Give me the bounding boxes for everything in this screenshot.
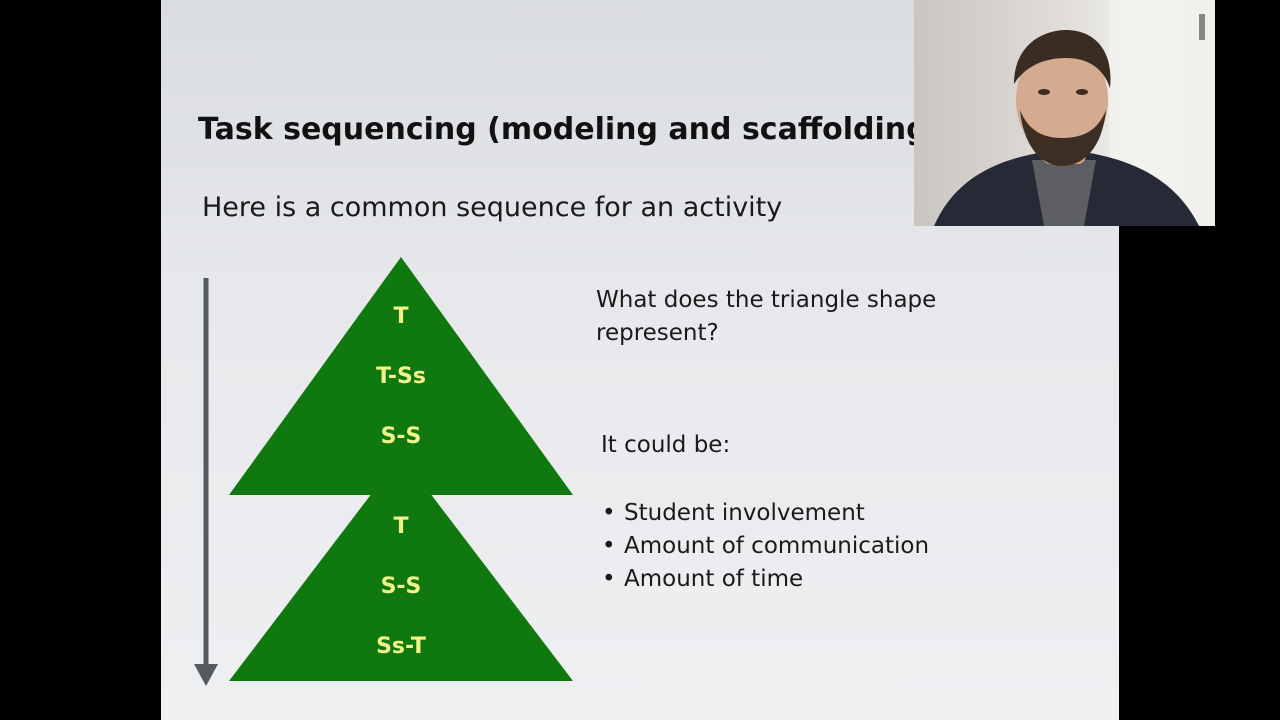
list-item-text: Amount of communication — [624, 533, 930, 559]
list-item: • Amount of communication — [602, 530, 929, 563]
bottom-triangle-label: Ss-T — [376, 634, 426, 659]
top-triangle — [229, 257, 573, 495]
bullet-icon: • — [602, 566, 616, 592]
presenter-figure — [934, 0, 1215, 226]
down-arrow-head — [194, 664, 218, 686]
list-item-text: Amount of time — [624, 566, 804, 592]
top-triangle-label: T-Ss — [376, 364, 426, 389]
bottom-triangle-label: T — [393, 514, 408, 539]
slide-subtitle: Here is a common sequence for an activit… — [202, 192, 783, 223]
top-triangle-label: T — [393, 304, 408, 329]
bullet-icon: • — [602, 500, 616, 526]
slide-title: Task sequencing (modeling and scaffoldin… — [198, 112, 942, 147]
could-be-text: It could be: — [601, 432, 731, 458]
triangle-diagram: T T-Ss S-S T S-S Ss-T — [194, 257, 573, 686]
bottom-triangle-label: S-S — [381, 574, 422, 599]
bullet-icon: • — [602, 533, 616, 559]
presenter-webcam — [914, 0, 1215, 226]
list-item-text: Student involvement — [624, 500, 865, 526]
question-text: What does the triangle shape represent? — [596, 287, 937, 346]
answer-list: • Student involvement • Amount of communic… — [602, 497, 929, 596]
list-item: • Amount of time — [602, 563, 929, 596]
list-item: • Student involvement — [602, 497, 929, 530]
bottom-triangle — [229, 455, 573, 681]
top-triangle-label: S-S — [381, 424, 422, 449]
